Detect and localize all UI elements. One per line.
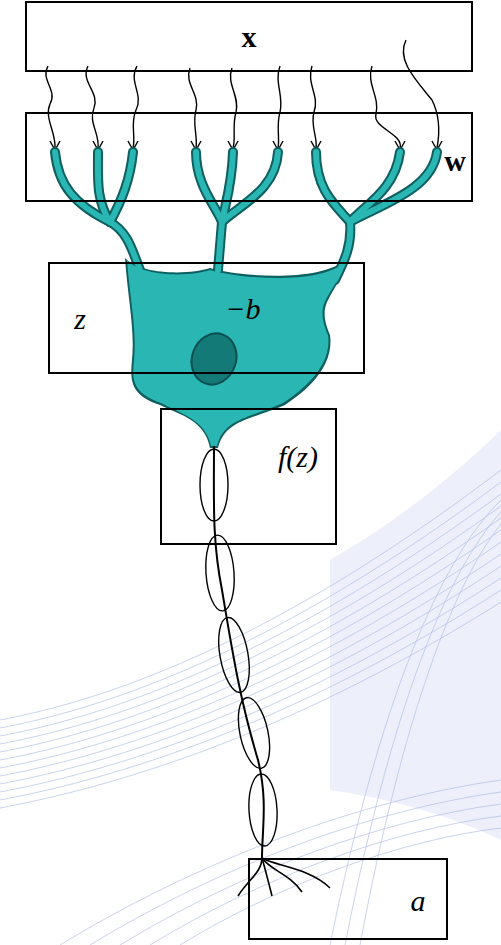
- axon: [262, 858, 302, 892]
- background-swoosh: [0, 566, 501, 784]
- dendrites-outline: [98, 152, 110, 222]
- dendrites-fill: [98, 152, 110, 222]
- synapse-lines: [278, 66, 281, 148]
- background-swoosh: [0, 530, 501, 760]
- synapse-lines: [370, 66, 400, 148]
- myelin-sheath: [203, 534, 236, 612]
- background-swoosh: [0, 482, 501, 728]
- soma-outline: [125, 258, 348, 448]
- synapse-lines: [189, 68, 197, 148]
- background-swoosh: [150, 816, 501, 945]
- axon: [238, 858, 262, 896]
- dendrites-fill: [350, 152, 437, 222]
- background-swoosh: [0, 602, 501, 808]
- background-swoosh: [330, 430, 501, 840]
- sum-box: z −b: [48, 262, 365, 374]
- dendrites-fill: [55, 152, 140, 270]
- bias-label: −b: [225, 292, 260, 325]
- dendrites-outline: [55, 152, 437, 280]
- background-swoosh: [0, 494, 501, 736]
- background-swoosh: [0, 470, 501, 720]
- myelin-sheath: [233, 695, 275, 771]
- background-swoosh: [0, 518, 501, 752]
- background-swoosh: [60, 780, 501, 945]
- myelin-sheath: [247, 773, 279, 846]
- background-swoosh: [360, 524, 501, 945]
- synapse-lines: [46, 66, 55, 148]
- dendrites-outline: [110, 152, 133, 222]
- axon: [214, 446, 264, 858]
- myelin-sheath: [200, 449, 228, 521]
- weights-box: w: [25, 112, 473, 202]
- dendrites-fill: [55, 152, 437, 280]
- dendrites-fill: [316, 152, 350, 280]
- background-swoosh: [345, 512, 501, 945]
- nucleus: [184, 327, 243, 391]
- synapse-lines: [230, 68, 236, 148]
- background-swoosh: [0, 578, 501, 792]
- myelin-sheath: [214, 615, 255, 695]
- background-swoosh: [120, 804, 501, 945]
- output-label: a: [411, 884, 426, 917]
- myelin-sheath: [200, 449, 279, 847]
- synapse-lines: [403, 40, 439, 148]
- sum-label: z: [74, 302, 86, 335]
- activation-box: f(z): [160, 408, 337, 545]
- background-swoosh: [0, 554, 501, 776]
- dendrites-fill: [110, 152, 133, 222]
- background-swoosh: [90, 792, 501, 945]
- dendrites-fill: [222, 152, 278, 222]
- axon: [262, 858, 330, 888]
- dendrites-outline: [316, 152, 350, 280]
- synapse-lines: [310, 66, 316, 148]
- axon: [214, 446, 330, 896]
- activation-label: f(z): [278, 440, 318, 473]
- background-swoosh: [180, 828, 501, 945]
- synapse-heads: [50, 141, 442, 150]
- dendrites-outline: [222, 152, 278, 222]
- output-box: a: [248, 858, 448, 940]
- dendrites-outline: [350, 152, 437, 222]
- synapse-lines: [46, 40, 439, 148]
- background-swoosh: [0, 590, 501, 800]
- background-swoosh: [330, 500, 501, 945]
- synapse-lines: [86, 66, 98, 148]
- input-box: x: [25, 1, 473, 72]
- synapse-lines: [133, 66, 138, 148]
- input-vector-label: x: [242, 20, 257, 53]
- dendrites-outline: [196, 152, 222, 270]
- weights-label: w: [444, 144, 466, 177]
- dendrites-outline: [55, 152, 140, 270]
- dendrites-fill: [196, 152, 222, 270]
- background-swoosh: [0, 470, 501, 945]
